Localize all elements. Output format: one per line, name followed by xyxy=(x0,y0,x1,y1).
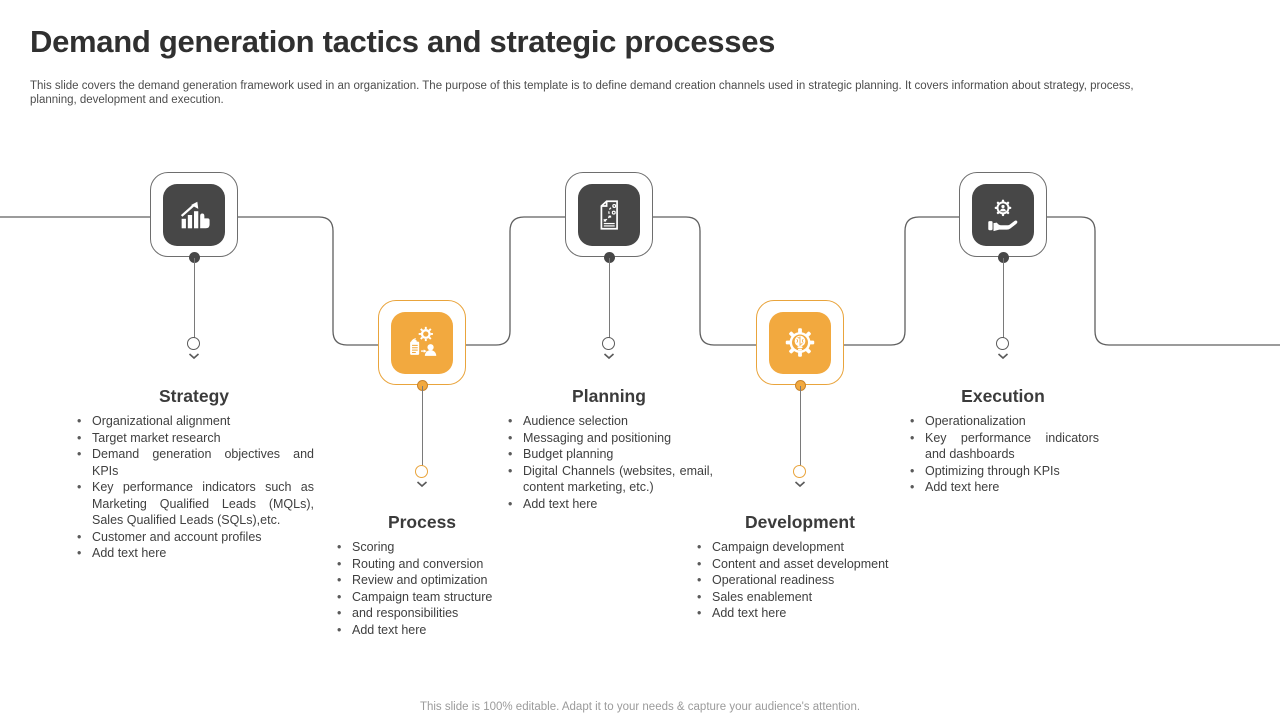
stage-card xyxy=(972,183,1034,246)
chevron-down-icon xyxy=(416,481,428,488)
connector-node-dot xyxy=(997,252,1009,263)
pin-ring xyxy=(602,337,615,350)
stage-title-planning: Planning xyxy=(572,386,646,406)
bullet-item: Campaign team structure xyxy=(334,589,510,606)
bullet-item: Demand generation objectives and KPIs xyxy=(74,446,314,479)
bullet-item: Organizational alignment xyxy=(74,413,314,430)
bullet-item: and responsibilities xyxy=(334,605,510,622)
pin-ring xyxy=(996,337,1009,350)
strategy-document-icon xyxy=(590,196,628,234)
bullet-item: Target market research xyxy=(74,430,314,447)
stage-bullet-list: Organizational alignment Target market r… xyxy=(74,413,314,562)
connector-node-dot xyxy=(603,252,615,263)
bullet-item: Key performance indicators and dashboard… xyxy=(907,430,1099,463)
pin-ring xyxy=(793,465,806,478)
stage-card xyxy=(769,311,831,374)
bullet-item: Campaign development xyxy=(694,539,906,556)
add-text-placeholder[interactable]: Add text here xyxy=(907,479,1099,496)
stage-bullet-list: Scoring Routing and conversion Review an… xyxy=(334,539,510,638)
editable-note: This slide is 100% editable. Adapt it to… xyxy=(419,701,861,713)
pin-ring xyxy=(415,465,428,478)
chevron-down-icon xyxy=(603,353,615,360)
stage-bullet-list: Operationalization Key performance indic… xyxy=(907,413,1099,496)
stage-card xyxy=(391,311,453,374)
bullet-item: Key performance indicators such as Marke… xyxy=(74,479,314,529)
stage-bullet-list: Audience selection Messaging and positio… xyxy=(505,413,713,512)
bullet-item: Messaging and positioning xyxy=(505,430,713,447)
growth-chart-hand-icon xyxy=(175,196,213,234)
page-title: Demand generation tactics and strategic … xyxy=(30,24,776,59)
add-text-placeholder[interactable]: Add text here xyxy=(334,622,510,639)
bullet-item: Audience selection xyxy=(505,413,713,430)
stage-title-execution: Execution xyxy=(961,386,1045,406)
stage-card xyxy=(578,183,640,246)
chevron-down-icon xyxy=(794,481,806,488)
chevron-down-icon xyxy=(997,353,1009,360)
bullet-item: Operational readiness xyxy=(694,572,906,589)
pin-stem xyxy=(609,258,610,338)
bullet-item: Customer and account profiles xyxy=(74,529,314,546)
stage-card xyxy=(163,183,225,246)
pin-ring xyxy=(187,337,200,350)
slide-description: This slide covers the demand generation … xyxy=(30,80,1134,106)
bullet-item: Review and optimization xyxy=(334,572,510,589)
bullet-item: Sales enablement xyxy=(694,589,906,606)
bullet-item: Digital Channels (websites, email, conte… xyxy=(505,463,713,496)
idea-gear-icon xyxy=(781,324,819,362)
add-text-placeholder[interactable]: Add text here xyxy=(505,496,713,513)
chevron-down-icon xyxy=(188,353,200,360)
pin-stem xyxy=(422,386,423,466)
bullet-item: Scoring xyxy=(334,539,510,556)
hand-holding-gear-icon xyxy=(984,196,1022,234)
stage-title-process: Process xyxy=(387,512,457,532)
bullet-item: Optimizing through KPIs xyxy=(907,463,1099,480)
bullet-item: Routing and conversion xyxy=(334,556,510,573)
pin-stem xyxy=(1003,258,1004,338)
stage-title-development: Development xyxy=(745,512,855,532)
bullet-item: Operationalization xyxy=(907,413,1099,430)
gear-clipboard-person-icon xyxy=(403,324,441,362)
pin-stem xyxy=(800,386,801,466)
add-text-placeholder[interactable]: Add text here xyxy=(74,545,314,562)
add-text-placeholder[interactable]: Add text here xyxy=(694,605,906,622)
bullet-item: Budget planning xyxy=(505,446,713,463)
pin-stem xyxy=(194,258,195,338)
stage-bullet-list: Campaign development Content and asset d… xyxy=(694,539,906,622)
connector-node-dot xyxy=(188,252,200,263)
bullet-item: Content and asset development xyxy=(694,556,906,573)
stage-title-strategy: Strategy xyxy=(158,386,230,406)
